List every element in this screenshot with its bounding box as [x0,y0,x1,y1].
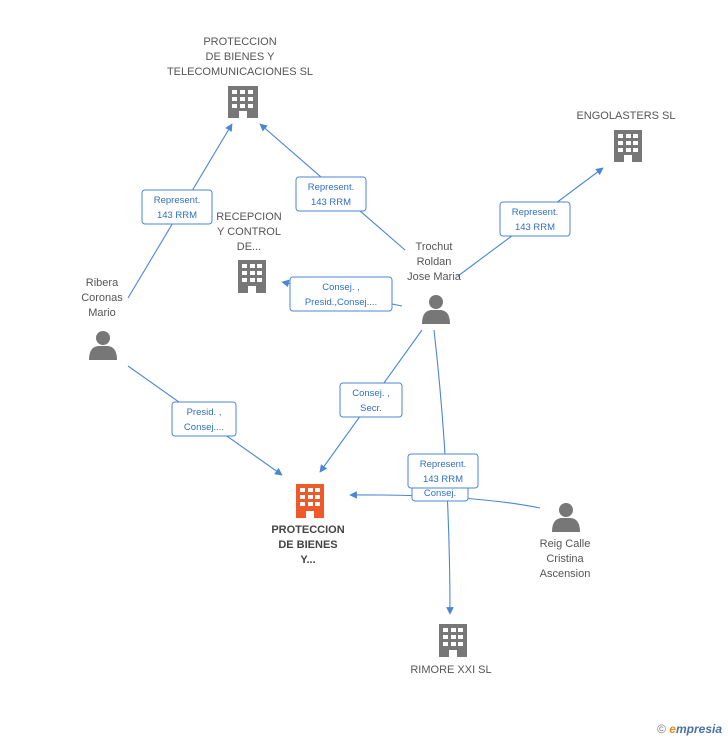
edge-label-trochut-engolasters[interactable]: Represent. 143 RRM [499,201,571,237]
node-label: Cristina [546,553,584,565]
building-icon [296,484,324,518]
node-label: DE BIENES [278,539,337,551]
edge-label-line: Represent. [308,182,354,193]
edge-label-trochut-rimore[interactable]: Represent. 143 RRM [407,453,479,489]
node-label: Roldan [417,256,452,268]
nodes: PROTECCION DE BIENES Y TELECOMUNICACIONE… [81,36,675,676]
node-label: DE... [237,241,261,253]
footer-brand: © empresia [657,722,722,736]
edge-label-ribera-protec-top[interactable]: Represent. 143 RRM [141,189,213,225]
edge-label-line: Represent. [512,207,558,218]
node-label: RIMORE XXI SL [410,664,491,676]
node-label: TELECOMUNICACIONES SL [167,66,313,78]
node-engolasters[interactable]: ENGOLASTERS SL [576,110,676,162]
node-trochut[interactable]: Trochut Roldan Jose Maria [407,241,462,324]
edge-label-line: 143 RRM [515,222,555,233]
node-label: Mario [88,307,116,319]
edge-label-line: Consej.... [184,422,224,433]
node-protec-main[interactable]: PROTECCION DE BIENES Y... [271,484,345,566]
edge-label-line: Consej. [424,488,456,499]
edge-label-line: Represent. [154,195,200,206]
node-ribera[interactable]: Ribera Coronas Mario [81,277,123,360]
edge-label-line: Consej. , [352,388,390,399]
node-label: Y... [300,554,315,566]
edge-label-trochut-recepcion[interactable]: Consej. , Presid.,Consej.... [289,276,393,312]
building-icon [228,86,258,118]
node-recepcion[interactable]: RECEPCION Y CONTROL DE... [216,211,282,293]
edge-labels: Represent. 143 RRM Represent. 143 RRM Re… [141,176,571,502]
copyright-symbol: © [657,722,666,736]
edge-label-trochut-protec-top[interactable]: Represent. 143 RRM [295,176,367,212]
node-label: Y CONTROL [217,226,281,238]
person-icon [89,331,117,360]
node-label: Coronas [81,292,123,304]
edge-label-line: Secr. [360,403,382,414]
edge-label-line: Presid. , [187,407,222,418]
node-label: Jose Maria [407,271,462,283]
node-label: PROTECCION [203,36,276,48]
node-label: PROTECCION [271,524,344,536]
edge-label-line: Presid.,Consej.... [305,297,377,308]
edge-label-line: 143 RRM [311,197,351,208]
edge-label-line: Consej. , [322,282,360,293]
node-protec-top[interactable]: PROTECCION DE BIENES Y TELECOMUNICACIONE… [167,36,313,118]
edge-label-line: 143 RRM [423,474,463,485]
node-label: ENGOLASTERS SL [576,110,675,122]
edge-label-line: 143 RRM [157,210,197,221]
node-label: DE BIENES Y [206,51,276,63]
brand-e: e [669,722,676,736]
node-reig[interactable]: Reig Calle Cristina Ascension [540,503,591,580]
person-icon [422,295,450,324]
node-label: Trochut [416,241,453,253]
building-icon [238,260,266,293]
edge-label-ribera-protec-main[interactable]: Presid. , Consej.... [171,401,237,437]
building-icon [614,130,642,162]
person-icon [552,503,580,532]
node-label: Ascension [540,568,591,580]
brand-name: mpresia [675,722,722,736]
edge-label-trochut-protec-main[interactable]: Consej. , Secr. [339,382,403,418]
node-label: Ribera [86,277,119,289]
building-icon [439,624,467,657]
node-label: Reig Calle [540,538,591,550]
node-label: RECEPCION [216,211,281,223]
node-rimore[interactable]: RIMORE XXI SL [410,624,492,676]
edge-label-line: Represent. [420,459,466,470]
